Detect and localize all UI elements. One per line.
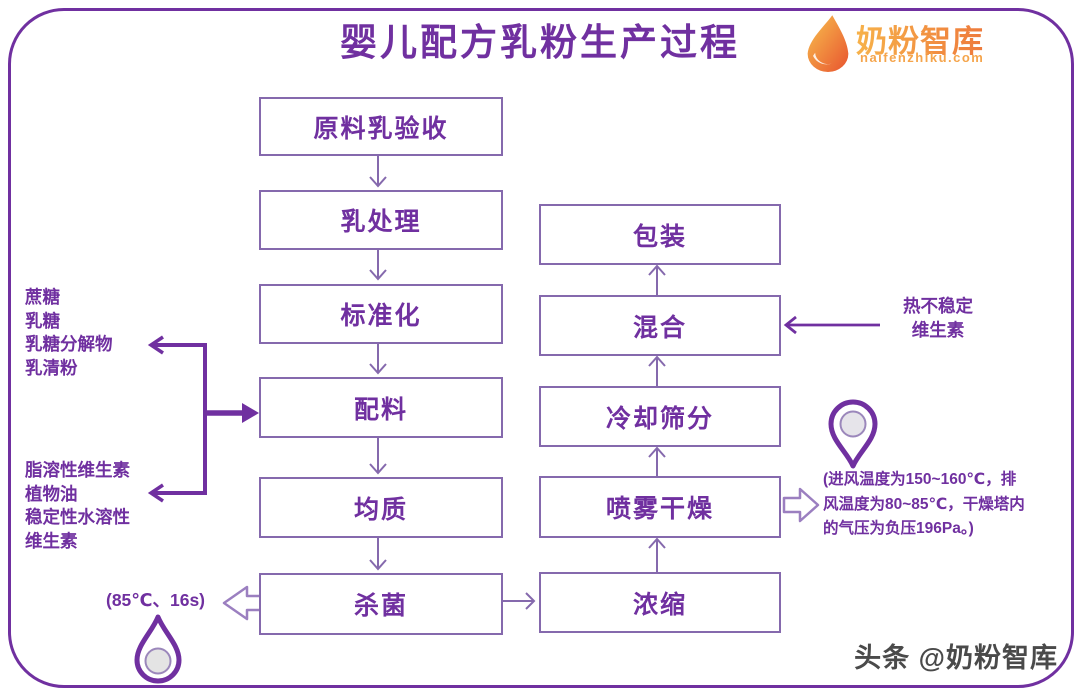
- step-label: 标准化: [340, 302, 422, 330]
- brand-logo: 奶粉智库 naifenzhiku.com: [800, 12, 1030, 72]
- step-standardization: 标准化: [259, 284, 503, 344]
- annotation-heat-unstable-vitamins: 热不稳定 维生素: [880, 294, 996, 342]
- annotation-line: 乳糖分解物: [25, 334, 113, 354]
- step-label: 喷雾干燥: [605, 495, 714, 523]
- annotation-spray-drying-params: (进风温度为150~160℃，排 风温度为80~85℃，干燥塔内 的气压为负压1…: [823, 468, 1028, 542]
- step-batching: 配料: [259, 377, 503, 438]
- step-label: 均质: [353, 495, 408, 524]
- step-homogenization: 均质: [259, 477, 503, 538]
- step-label: 冷却筛分: [605, 404, 714, 433]
- step-concentration: 浓缩: [539, 572, 781, 633]
- step-raw-milk-acceptance: 原料乳验收: [259, 97, 503, 156]
- annotation-line: (进风温度为150~160℃，排: [823, 471, 1017, 488]
- step-label: 乳处理: [340, 208, 422, 236]
- watermark: 头条 @奶粉智库: [854, 643, 1058, 673]
- step-label: 原料乳验收: [313, 114, 449, 143]
- annotation-line: 维生素: [25, 530, 78, 551]
- step-cooling-sieving: 冷却筛分: [539, 386, 781, 447]
- step-label: 包装: [632, 222, 687, 251]
- step-label: 杀菌: [353, 592, 408, 620]
- annotation-line: 热不稳定: [903, 296, 973, 316]
- annotation-line: 的气压为负压196Pa。): [823, 520, 974, 537]
- step-label: 配料: [353, 395, 408, 424]
- annotation-line: 植物油: [25, 483, 78, 504]
- step-milk-treatment: 乳处理: [259, 190, 503, 250]
- rounded-border-frame: [8, 8, 1074, 688]
- page-title: 婴儿配方乳粉生产过程: [340, 22, 740, 63]
- annotation-line: 维生素: [911, 320, 965, 340]
- brand-domain: naifenzhiku.com: [860, 50, 985, 65]
- step-packaging: 包装: [539, 204, 781, 265]
- step-label: 浓缩: [632, 590, 687, 619]
- step-label: 混合: [632, 313, 687, 342]
- annotation-sterilization-params: (85℃、16s): [106, 590, 206, 610]
- annotation-sugars: 蔗糖 乳糖 乳糖分解物 乳清粉: [25, 286, 113, 380]
- annotation-line: 脂溶性维生素: [25, 460, 130, 480]
- annotation-line: 乳糖: [25, 310, 60, 331]
- annotation-line: 蔗糖: [25, 287, 60, 307]
- milk-drop-icon: [807, 15, 849, 72]
- step-sterilization: 杀菌: [259, 573, 503, 635]
- annotation-fat-soluble: 脂溶性维生素 植物油 稳定性水溶性 维生素: [25, 459, 130, 553]
- brand-name: 奶粉智库: [856, 16, 984, 61]
- step-spray-drying: 喷雾干燥: [539, 476, 781, 538]
- annotation-line: 稳定性水溶性: [25, 507, 130, 527]
- step-mixing: 混合: [539, 295, 781, 356]
- annotation-line: 乳清粉: [25, 357, 78, 378]
- annotation-line: 风温度为80~85℃，干燥塔内: [823, 495, 1025, 513]
